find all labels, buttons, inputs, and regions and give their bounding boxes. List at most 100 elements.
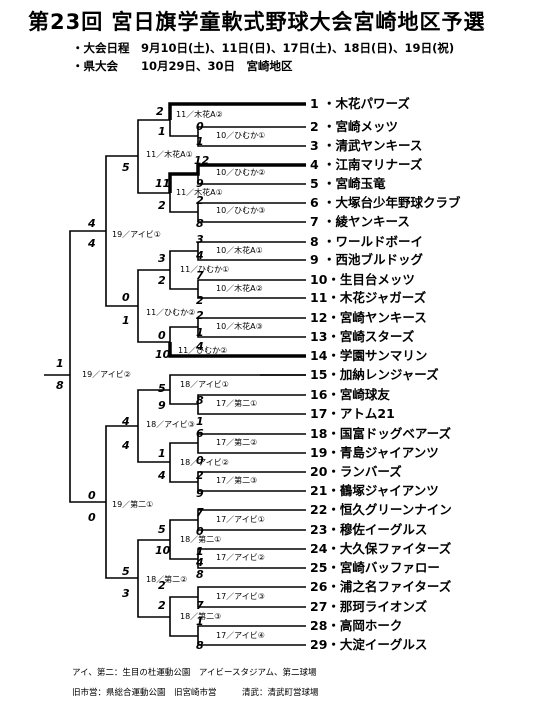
score-label: 12 [194,154,210,167]
final-score-top: 1 [56,357,64,370]
venue-label: 10／ひむか② [216,168,266,177]
team-entry: 7 ・綾ヤンキース [310,214,410,229]
venue-label: 11／木花A① [176,188,223,197]
venue-label: 18／アイビ③ [146,420,195,429]
venue-label: 17／第二① [216,399,258,408]
schedule-prefectural: ・県大会 10月29日、30日 宮崎地区 [72,59,293,73]
score-label: 7 [196,506,204,519]
score-label: 8 [196,568,204,581]
venue-label: 10／木花A③ [216,322,263,331]
venue-label: 11／ひむか② [146,308,196,317]
team-entry: 8 ・ワールドボーイ [310,234,424,249]
venue-label: 18／アイビ② [180,458,229,467]
venue-label: 19／第二① [112,500,154,509]
team-entry: 2 ・宮崎メッツ [310,119,399,134]
team-entry: 19・青島ジャイアンツ [310,445,439,460]
team-entry: 24・大久保ファイターズ [310,541,452,556]
footer-venues-2: 旧市営：県総合運動公園 旧宮崎市営 清武：清武町営球場 [72,688,319,698]
score-label: 4 [122,439,130,452]
team-entry: 13・宮崎スターズ [310,329,415,344]
score-label: 2 [158,199,166,212]
score-label: 7 [196,269,204,282]
team-entry: 20・ランバーズ [310,464,402,479]
score-label: 0 [196,525,204,538]
score-label: 0 [122,291,130,304]
score-label: 9 [158,399,166,412]
venue-label: 11／木花A① [146,150,193,159]
score-label: 4 [196,340,204,353]
venue-label: 10／木花A② [216,284,263,293]
score-label: 5 [158,523,166,536]
score-label: 0 [88,489,96,502]
score-label: 6 [196,427,204,440]
score-label: 1 [158,447,166,460]
team-entry: 22・恒久グリーンナイン [310,502,452,517]
page-title: 第23回 宮日旗学童軟式野球大会宮崎地区予選 [28,10,486,34]
score-label: 1 [196,615,204,628]
score-label: 5 [158,382,166,395]
score-label: 0 [88,511,96,524]
team-entry: 12・宮崎ヤンキース [310,310,427,325]
final-score-bottom: 8 [56,379,64,392]
team-entry: 27・那珂ライオンズ [310,599,428,614]
venue-label: 10／木花A① [216,246,263,255]
score-label: 2 [158,579,166,592]
score-label: 0 [196,454,204,467]
team-entry: 10・生目台メッツ [310,272,415,287]
score-label: 3 [158,252,166,265]
venue-label: 11／木花A② [176,110,223,119]
team-entry: 29・大淀イーグルス [310,637,428,652]
venue-label: 10／ひむか① [216,131,266,140]
score-label: 1 [122,314,130,327]
score-label: 8 [196,639,204,652]
score-label: 7 [196,599,204,612]
score-label: 1 [158,125,166,138]
score-label: 2 [158,599,166,612]
score-label: 9 [196,177,204,190]
score-label: 4 [196,556,204,569]
score-label: 4 [122,415,130,428]
team-entry: 4 ・江南マリナーズ [310,157,423,172]
score-label: 10 [155,348,171,361]
team-entry: 14・学園サンマリン [310,348,428,363]
schedule-dates: ・大会日程 9月10日(土)、11日(日)、17日(土)、18日(日)、19日(… [72,41,455,55]
team-entry: 5 ・宮崎玉竜 [310,176,386,191]
score-label: 5 [122,161,130,174]
team-entry: 16・宮崎球友 [310,387,390,402]
team-entry: 23・穆佐イーグルス [310,522,428,537]
venue-label: 17／アイビ④ [216,631,265,640]
score-label: 9 [196,487,204,500]
team-entry: 6 ・大塚台少年野球クラブ [310,195,461,210]
team-entry: 17・アトム21 [310,406,395,421]
team-entry: 15・加納レンジャーズ [310,367,439,382]
venue-label: 17／第二③ [216,476,258,485]
venue-label: 17／アイビ① [216,515,265,524]
venue-label: 18／第二② [146,575,188,584]
score-label: 4 [158,469,166,482]
score-label: 1 [196,545,204,558]
venue-label: 17／アイビ② [216,553,265,562]
team-entry: 9 ・西池ブルドッグ [310,252,424,267]
score-label: 4 [88,237,96,250]
score-label: 2 [196,469,204,482]
score-label: 2 [156,105,164,118]
team-entry: 25・宮崎バッファロー [310,560,440,575]
venue-label: 11／ひむか① [180,265,230,274]
score-label: 1 [196,135,204,148]
score-label: 2 [196,309,204,322]
score-label: 10 [155,544,171,557]
venue-label: 17／第二② [216,438,258,447]
score-label: 4 [88,217,96,230]
score-label: 0 [158,329,166,342]
team-entry: 28・高岡ホーク [310,618,403,633]
score-label: 3 [122,587,130,600]
score-label: 2 [196,294,204,307]
team-entry: 21・鶴塚ジャイアンツ [310,483,439,498]
score-label: 3 [196,233,204,246]
venue-label: 18／第二① [180,535,222,544]
score-label: 2 [158,274,166,287]
score-label: 8 [196,394,204,407]
team-entry: 3 ・清武ヤンキース [310,138,423,153]
score-label: 4 [196,249,204,262]
